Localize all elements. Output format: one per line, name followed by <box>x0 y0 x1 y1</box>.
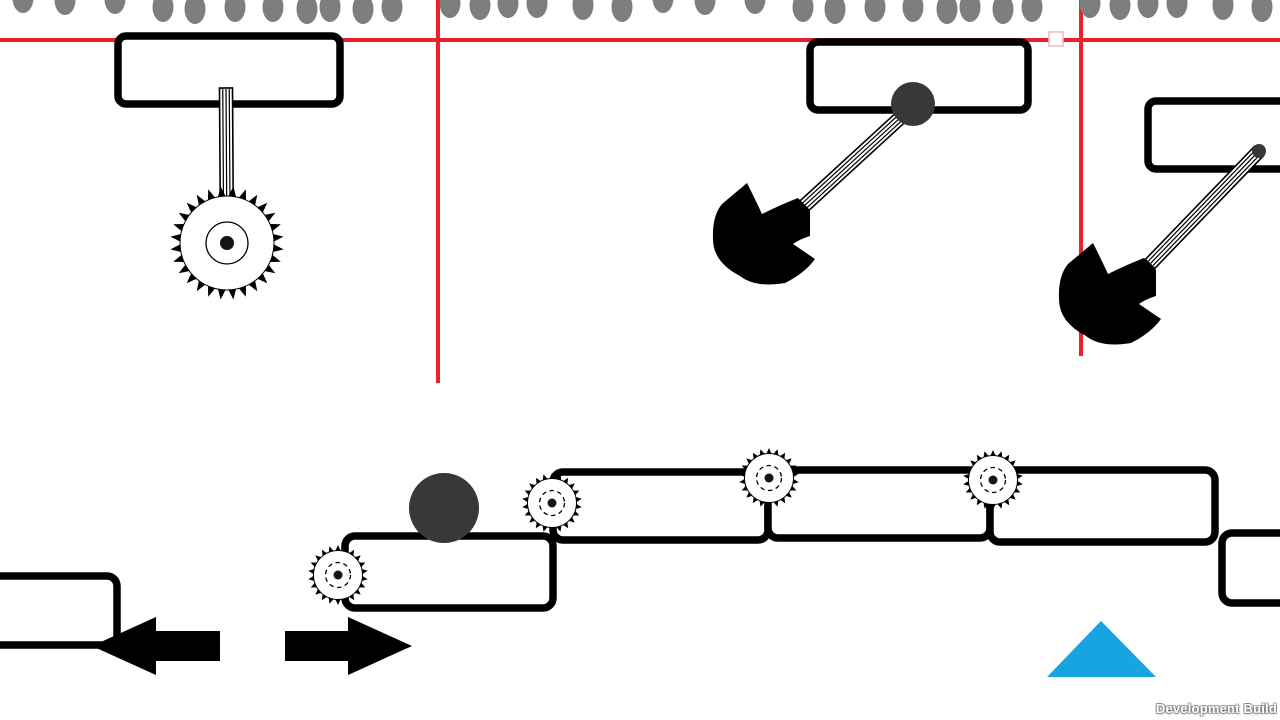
ceiling-dot <box>262 0 284 22</box>
ceiling-dot <box>184 0 206 24</box>
ceiling-dot <box>744 0 766 14</box>
ceiling-dot <box>992 0 1014 24</box>
ceiling-dot <box>572 0 594 20</box>
ceiling-dot <box>526 0 548 18</box>
ceiling-dot <box>652 0 674 13</box>
ceiling-dot <box>864 0 886 22</box>
ceiling-dot <box>224 0 246 22</box>
guide-line-vertical <box>1079 0 1083 356</box>
ceiling-dot <box>1137 0 1159 18</box>
pendulum-rod-stripe <box>801 103 911 205</box>
ceiling-dot <box>936 0 958 24</box>
saw-center-dot <box>220 236 234 250</box>
platform-low-left <box>341 532 557 612</box>
guide-line-horizontal <box>0 38 1280 42</box>
saw-hub-ring <box>538 489 566 517</box>
ceiling-dot <box>469 0 491 20</box>
saw-blade-small <box>963 450 1023 510</box>
platform-left-edge <box>0 572 121 649</box>
saw-hub-ring <box>979 466 1007 494</box>
arrow-left-icon[interactable] <box>92 617 220 675</box>
goal-triangle <box>1047 621 1156 677</box>
ceiling-dot <box>497 0 519 18</box>
platform-step-2 <box>764 466 994 542</box>
guide-line-vertical <box>436 0 440 383</box>
ceiling-dot <box>381 0 403 22</box>
saw-blade-small <box>739 448 799 508</box>
arrow-right-icon[interactable] <box>285 617 412 675</box>
ceiling-dot <box>694 0 716 15</box>
saw-blade-small <box>308 545 368 605</box>
ceiling-dot <box>1021 0 1043 22</box>
axe-head <box>1058 243 1161 345</box>
ceiling-dot <box>352 0 374 24</box>
ceiling-dot <box>319 0 341 22</box>
saw-center-dot <box>764 473 774 483</box>
saw-hub-ring <box>205 221 249 265</box>
ceiling-dot <box>1079 0 1101 18</box>
saw-hub-ring <box>755 464 783 492</box>
pendulum-rod-stripe <box>805 108 915 210</box>
saw-blade-small <box>522 473 582 533</box>
saw-blade-large <box>170 186 284 300</box>
ceiling-dot <box>1251 0 1273 22</box>
ceiling-dot <box>902 0 924 22</box>
platform-step-3 <box>986 466 1219 546</box>
ceiling-dot <box>104 0 126 14</box>
saw-center-dot <box>547 498 557 508</box>
pendulum-rod-stripe <box>803 106 913 207</box>
development-build-label: Development Build <box>1155 701 1277 716</box>
saw-hub-ring <box>324 561 352 589</box>
ceiling-dot <box>824 0 846 24</box>
pendulum-pivot <box>1252 144 1266 158</box>
ceiling-dot <box>296 0 318 24</box>
ceiling-dot <box>12 0 34 13</box>
ceiling-dot <box>54 0 76 15</box>
ceiling-dot <box>792 0 814 22</box>
ceiling-dot <box>611 0 633 22</box>
pendulum-rod-stripe <box>1150 151 1259 264</box>
saw-center-dot <box>333 570 343 580</box>
boulder-ball <box>409 473 479 543</box>
ceiling-dot <box>152 0 174 22</box>
ceiling-dot <box>439 0 461 18</box>
pendulum-rod-stripe <box>1147 149 1257 262</box>
guide-gap-marker <box>1048 31 1064 47</box>
axe-head <box>712 183 815 285</box>
pendulum-pivot <box>891 82 935 126</box>
pendulum-rod-stripe <box>1152 153 1262 266</box>
platform-right-edge <box>1218 529 1280 607</box>
ceiling-dot <box>1212 0 1234 20</box>
ceiling-dot <box>959 0 981 22</box>
ceiling-dot <box>1109 0 1131 20</box>
platform-step-1 <box>549 468 772 544</box>
ceiling-dot <box>1166 0 1188 18</box>
saw-center-dot <box>988 475 998 485</box>
